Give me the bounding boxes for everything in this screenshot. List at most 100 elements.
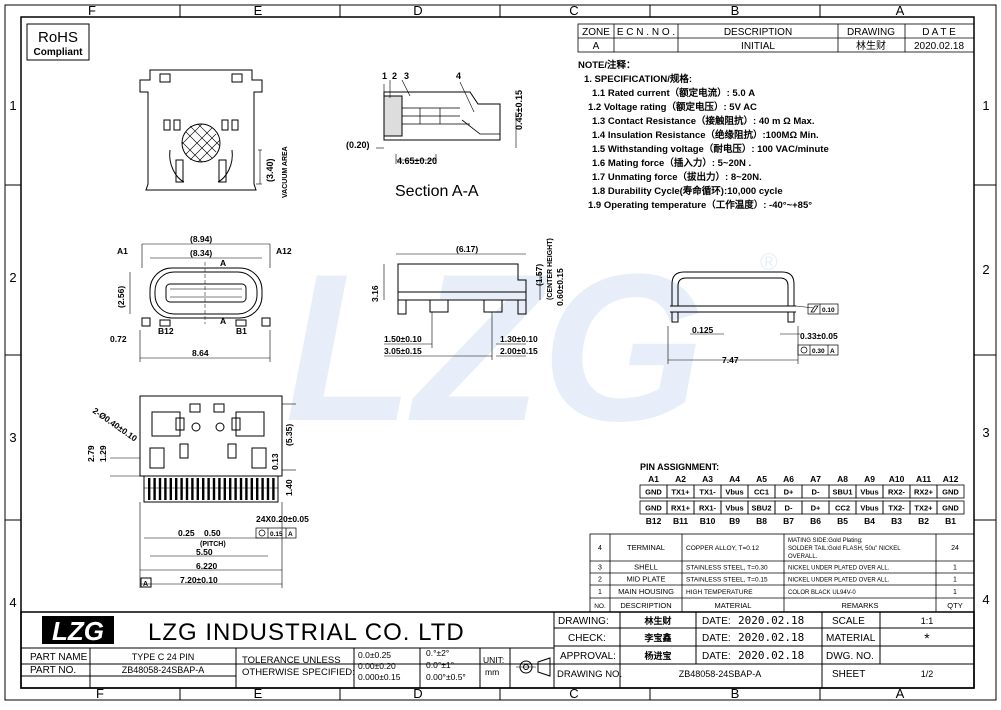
logo-text: LZG	[52, 616, 104, 646]
rev-zone: A	[593, 41, 600, 52]
pcb-pitch: (PITCH)	[200, 541, 226, 548]
frame-col-top: C	[569, 3, 578, 18]
pcb-pins	[148, 478, 275, 500]
pin-signal: TX2-	[888, 504, 905, 513]
front-label-b12: B12	[158, 326, 174, 336]
bom-remark: OVERALL.	[788, 554, 818, 560]
pcb-dim-140: 1.40	[284, 479, 294, 496]
watermark-mark: ®	[760, 249, 778, 276]
bom-header-material: MATERIAL	[715, 601, 752, 610]
frame-col-bottom: C	[569, 686, 578, 701]
section-dim-right: 0.45±0.15	[514, 90, 524, 130]
bom-no: 1	[598, 589, 602, 596]
section-callouts: 1 2 3 4 (0.20) 4.65±0.20 0.45±0.15	[346, 71, 524, 166]
notes-item: 1.6 Mating force（插入力）: 5~20N .	[592, 157, 751, 169]
notes-item: 1.8 Durability Cycle(寿命循环):10,000 cycle	[592, 185, 783, 197]
bom-material: COPPER ALLOY, T=0.12	[686, 545, 759, 552]
frame-labels: F E D C B A F E D C B A 1 2 3 4 1 2 3 4	[9, 3, 989, 701]
side-dim-316: 3.16	[370, 285, 380, 302]
frame-row-left: 3	[9, 430, 16, 445]
scale-label: SCALE	[832, 616, 865, 627]
pcb-dim-535: (5.35)	[284, 424, 294, 446]
bom-material: HIGH TEMPERATURE	[686, 589, 753, 596]
drawing-name: 林生财	[644, 615, 671, 626]
pcb-dim-550: 5.50	[196, 547, 213, 557]
section-caption: Section A-A	[395, 183, 479, 200]
frame-row-right: 2	[982, 262, 989, 277]
pcb-pad	[250, 478, 253, 500]
front-dim-inner: (8.34)	[190, 248, 212, 258]
notes-title: NOTE/注释：	[578, 59, 636, 71]
part-name: TYPE C 24 PIN	[132, 652, 195, 662]
pin-number-bottom: B7	[783, 516, 794, 526]
unit-value: mm	[485, 667, 499, 677]
pcb-pad	[229, 478, 232, 500]
material-label: MATERIAL	[826, 633, 876, 644]
pin-signal: Vbus	[860, 504, 878, 513]
pin-number-bottom: B1	[945, 516, 956, 526]
date-label-2: DATE:	[702, 633, 731, 644]
scale-value: 1:1	[921, 616, 934, 626]
drawing-no: ZB48058-24SBAP-A	[679, 669, 762, 679]
section-callout: 3	[404, 71, 409, 81]
pcb-dim-279: 2.79	[86, 445, 96, 462]
pin-signal: D-	[785, 504, 793, 513]
rohs-badge: RoHS Compliant	[26, 23, 90, 61]
frame-col-bottom: B	[731, 686, 740, 701]
end-view	[667, 271, 815, 364]
pin-number-top: A2	[675, 474, 686, 484]
pin-signal: TX1-	[699, 488, 716, 497]
front-label-a12: A12	[276, 246, 292, 256]
pin-title: PIN ASSIGNMENT:	[640, 462, 719, 472]
bom-remark: MATING SIDE:Gold Plating;	[788, 538, 863, 544]
pin-signal: SBU1	[832, 488, 852, 497]
vacuum-label: VACUUM AREA	[282, 146, 289, 198]
notes-spec-title: 1. SPECIFICATION/规格:	[584, 73, 692, 85]
pcb-tol-frame	[255, 527, 297, 539]
section-dim-bottom: 4.65±0.20	[397, 156, 437, 166]
frame-col-top: F	[88, 3, 96, 18]
rohs-subtitle: Compliant	[34, 47, 84, 58]
front-label-a1: A1	[117, 246, 128, 256]
part-no: ZB48058-24SBAP-A	[122, 665, 205, 675]
end-pos-tol: 0.30	[812, 348, 825, 355]
pcb-pad	[175, 478, 178, 500]
frame-col-bottom: E	[254, 686, 263, 701]
tol-linear: 0.000±0.15	[358, 672, 401, 682]
pcb-pad	[256, 478, 259, 500]
bom-qty: 1	[953, 589, 957, 596]
section-callout: 2	[392, 71, 397, 81]
company-name: LZG INDUSTRIAL CO. LTD	[148, 619, 465, 646]
frame-col-bottom: D	[413, 686, 422, 701]
pin-signal: RX1-	[699, 504, 717, 513]
pcb-dim-013: 0.13	[270, 453, 280, 470]
pin-number-bottom: B4	[864, 516, 875, 526]
side-dim-060: 0.60±0.15	[555, 268, 565, 306]
end-pos-ref: A	[830, 348, 835, 355]
part-name-label: PART NAME	[30, 652, 88, 663]
frame-row-left: 1	[9, 98, 16, 113]
bom-material: STAINLESS STEEL, T=0.15	[686, 577, 768, 584]
pcb-dim-6220: 6.220	[196, 561, 218, 571]
front-label-b1: B1	[236, 326, 247, 336]
sheet-label: SHEET	[832, 669, 865, 680]
section-callout: 4	[456, 71, 461, 81]
frame-col-top: A	[896, 3, 905, 18]
bom-header-qty: QTY	[947, 601, 962, 610]
bom-header-desc: DESCRIPTION	[620, 601, 671, 610]
tol-angle: 0.0°±1°	[426, 660, 454, 670]
check-name: 李宝鑫	[643, 632, 671, 643]
bom-desc: TERMINAL	[627, 543, 665, 552]
end-dim-0125: 0.125	[692, 325, 714, 335]
pcb-pad	[218, 478, 221, 500]
drawing-frame	[4, 4, 997, 701]
pin-number-bottom: B2	[918, 516, 929, 526]
pcb-pad	[272, 478, 275, 500]
pcb-pad	[185, 478, 189, 500]
pcb-pad	[158, 478, 162, 500]
bom-desc: MAIN HOUSING	[618, 587, 674, 596]
pcb-pad	[169, 478, 172, 500]
title-block-text: PART NAME TYPE C 24 PIN PART NO. ZB48058…	[30, 614, 933, 682]
pin-signal: GND	[942, 488, 959, 497]
